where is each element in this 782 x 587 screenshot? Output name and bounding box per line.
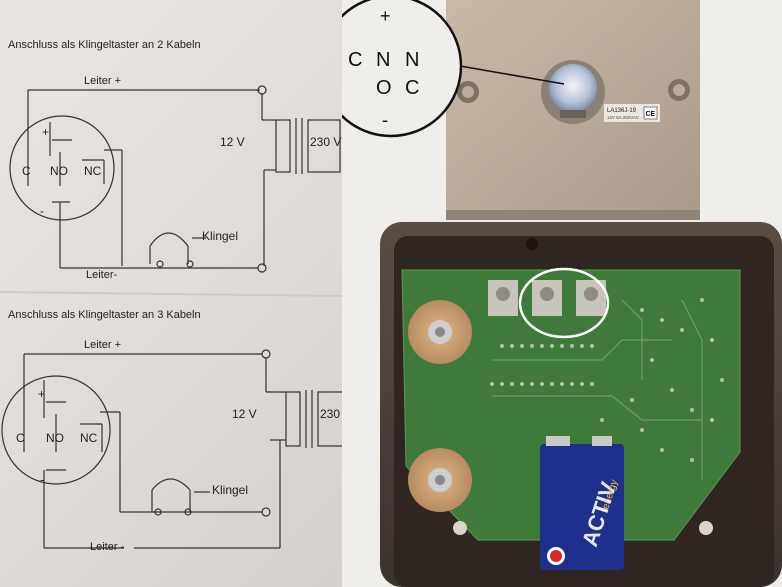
circuit-board [402, 270, 740, 540]
terminal-highlight-ellipse [518, 267, 610, 339]
diagram-1-switch-minus: - [40, 204, 44, 218]
battery-9v [540, 444, 624, 570]
diagram-2-wire-minus: Leiter - [90, 541, 125, 553]
callout-minus: - [382, 110, 388, 130]
diagram-2-wire-plus: Leiter + [84, 339, 121, 351]
diagram-1-wire-plus: Leiter + [84, 75, 121, 87]
callout-o: O [376, 77, 392, 99]
diagram-2-term-no: NO [46, 431, 64, 445]
diagram-1-term-nc: NC [84, 164, 102, 178]
diagram-2-voltage-low: 12 V [232, 407, 257, 421]
callout-pointer [459, 65, 565, 85]
diagram-2-term-nc: NC [80, 431, 98, 445]
diagram-2-bell-label: Klingel [212, 483, 248, 497]
pushbutton [549, 64, 597, 112]
diagram-2-switch-plus: + [38, 387, 45, 401]
diagram-1-wire-minus: Leiter- [86, 269, 118, 281]
callout-c-bottom: C [405, 77, 419, 99]
diagram-1-title: Anschluss als Klingeltaster an 2 Kabeln [8, 39, 201, 51]
svg-text:CE: CE [646, 111, 656, 118]
diagram-1-term-no: NO [50, 164, 68, 178]
diagram-1-term-c: C [22, 164, 31, 178]
wiring-diagram-sheet: Anschluss als Klingeltaster an 2 Kabeln … [0, 0, 345, 587]
hardware-photo-svg: LA136J-19 12V 5A 250VAC CE + C N N O C - [319, 0, 782, 587]
wiring-diagram-svg: Anschluss als Klingeltaster an 2 Kabeln … [0, 39, 345, 553]
paper-fold-line [0, 291, 343, 297]
pcb-solder-pads [490, 298, 724, 472]
diagram-1-switch-plus: + [42, 125, 49, 139]
callout-n-top-2: N [405, 49, 419, 71]
diagram-1-voltage-high: 230 V [310, 135, 341, 149]
diagram-2-voltage-high: 230 [320, 407, 340, 421]
diagram-2-title: Anschluss als Klingeltaster an 3 Kabeln [8, 309, 201, 321]
plate-label-line2: 12V 5A 250VAC [607, 115, 640, 120]
diagram-1-voltage-low: 12 V [220, 135, 245, 149]
hardware-photo: LA136J-19 12V 5A 250VAC CE + C N N O C - [319, 0, 782, 587]
diagram-2-term-c: C [16, 431, 25, 445]
callout-c: C [348, 49, 362, 71]
callout-n-top-1: N [376, 49, 390, 71]
plate-label-line1: LA136J-19 [607, 108, 637, 114]
diagram-2-switch-minus: - [40, 472, 44, 487]
diagram-1-bell-label: Klingel [202, 229, 238, 243]
callout-plus: + [380, 6, 391, 26]
